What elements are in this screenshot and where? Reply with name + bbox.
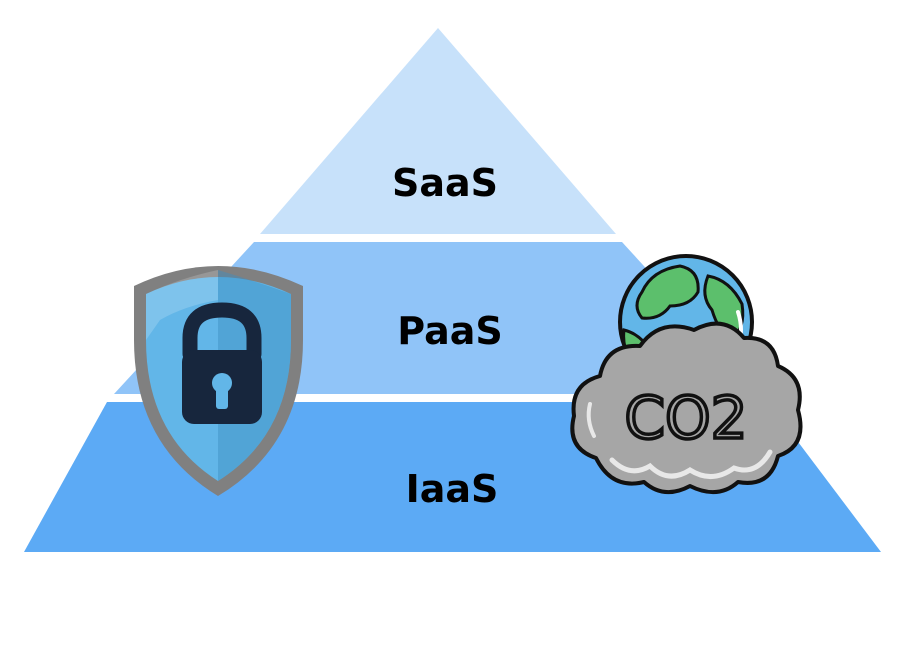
co2-label: CO2 [624, 384, 747, 452]
padlock-icon [182, 302, 262, 424]
padlock-shackle [182, 302, 262, 362]
globe-co2-cloud-icon: CO2 [570, 254, 803, 494]
layer-label-iaas: IaaS [406, 467, 499, 511]
padlock-keyhole-slot [216, 388, 228, 409]
padlock-keyhole [212, 373, 232, 393]
layer-label-paas: PaaS [397, 309, 502, 353]
shield-highlight-icon [146, 270, 218, 340]
pyramid-layer-saas [260, 28, 616, 234]
shield-lock-icon [134, 266, 303, 496]
smoke-cloud-icon: CO2 [570, 321, 803, 494]
layer-label-saas: SaaS [392, 161, 498, 205]
